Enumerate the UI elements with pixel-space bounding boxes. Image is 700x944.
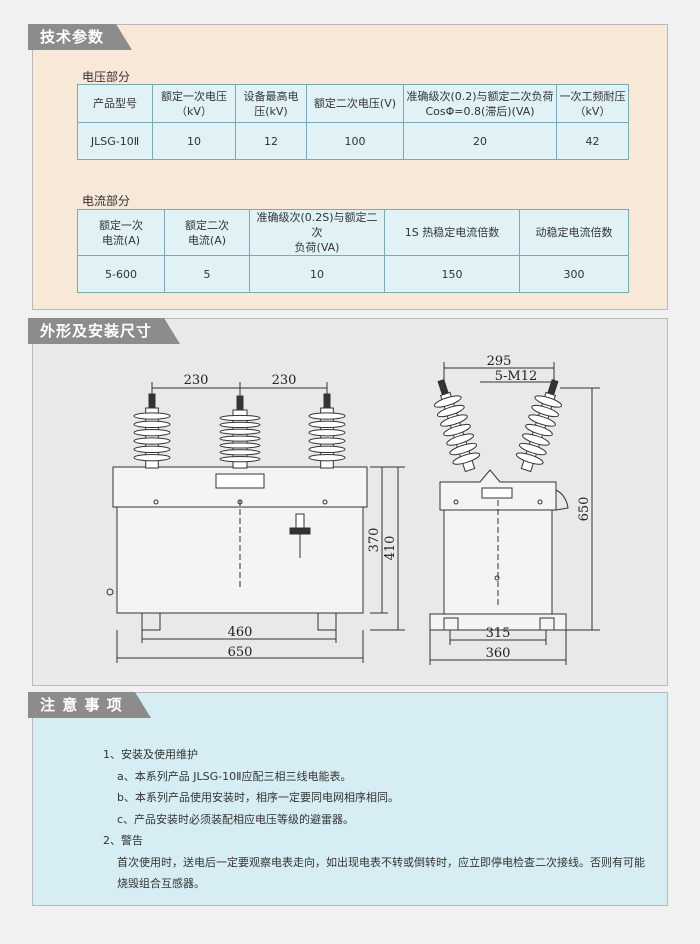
insulator-shed bbox=[133, 429, 171, 437]
insulator-shed bbox=[433, 395, 462, 408]
insulator-shed bbox=[133, 454, 171, 462]
table-header-row: 产品型号 额定一次电压（kV） 设备最高电压(kV) 额定二次电压(V) 准确级… bbox=[77, 84, 629, 123]
dimension-drawing: 230 230 370 410 460 650 295 5-M12 650 31… bbox=[106, 354, 600, 665]
terminal-icon bbox=[547, 379, 559, 396]
table-row: JLSG-10Ⅱ 10 12 100 20 42 bbox=[77, 122, 629, 160]
dim-front-width-inner: 460 bbox=[228, 625, 253, 640]
insulator-shed bbox=[219, 435, 261, 442]
table-row: 5-600 5 10 150 300 bbox=[77, 255, 629, 293]
table-cell: 20 bbox=[403, 122, 557, 160]
table-cell: JLSG-10Ⅱ bbox=[77, 122, 153, 160]
table-header-cell: 产品型号 bbox=[77, 84, 153, 123]
note-item-b: b、本系列产品使用安装时，相序一定要同电网相序相同。 bbox=[117, 791, 399, 804]
dim-side-height: 650 bbox=[577, 497, 592, 522]
insulator-shed bbox=[133, 412, 171, 420]
table-header-cell: 额定二次电压(V) bbox=[306, 84, 404, 123]
insulator-shed bbox=[219, 421, 261, 428]
table-header-cell: 动稳定电流倍数 bbox=[519, 209, 629, 256]
insulator-shed bbox=[440, 414, 468, 427]
insulator-shed bbox=[133, 437, 171, 445]
insulator-shed bbox=[525, 423, 553, 437]
note-heading-install: 1、安装及使用维护 bbox=[103, 748, 198, 761]
side-view-dimensions: 295 5-M12 650 315 360 bbox=[486, 354, 592, 661]
insulator-shed bbox=[219, 442, 261, 449]
note-item-c: c、产品安装时必须装配相应电压等级的避雷器。 bbox=[117, 812, 355, 826]
insulator-shed bbox=[133, 445, 171, 454]
dim-side-width-outer: 360 bbox=[486, 646, 511, 661]
dim-front-top-right: 230 bbox=[272, 373, 297, 388]
table-cell: 5-600 bbox=[77, 255, 165, 293]
insulator-shed bbox=[219, 414, 261, 422]
dim-front-height-outer: 410 bbox=[383, 536, 398, 561]
insulator-shed bbox=[219, 449, 261, 456]
note-item-a: a、本系列产品 JLSG-10Ⅱ应配三相三线电能表。 bbox=[117, 769, 352, 783]
insulator-shed bbox=[308, 445, 346, 454]
table-cell: 10 bbox=[152, 122, 236, 160]
voltage-section-label: 电压部分 bbox=[82, 70, 131, 84]
insulator-shed bbox=[534, 395, 563, 408]
notes-list: 1、安装及使用维护 a、本系列产品 JLSG-10Ⅱ应配三相三线电能表。 b、本… bbox=[103, 744, 645, 895]
table-header-cell: 一次工频耐压（kV） bbox=[556, 84, 629, 123]
current-section-label: 电流部分 bbox=[82, 194, 131, 208]
front-view-dimensions: 230 230 370 410 460 650 bbox=[184, 373, 398, 660]
insulator-shed bbox=[446, 433, 474, 446]
insulator-shed bbox=[436, 404, 465, 418]
table-cell: 42 bbox=[556, 122, 629, 160]
insulator-shed bbox=[133, 420, 171, 429]
dim-side-width-inner: 315 bbox=[486, 626, 511, 641]
insulator-shed bbox=[515, 452, 544, 465]
insulator-shed bbox=[531, 404, 560, 418]
table-header-cell: 设备最高电压(kV) bbox=[235, 84, 307, 123]
insulator-shed bbox=[308, 420, 346, 429]
note-heading-warning: 2、警告 bbox=[103, 834, 143, 847]
terminal-icon bbox=[323, 393, 331, 409]
insulator-shed bbox=[443, 423, 471, 437]
table-header-cell: 1S 热稳定电流倍数 bbox=[384, 209, 520, 256]
note-warning-line-2: 烧毁组合互感器。 bbox=[117, 877, 205, 890]
dim-side-top-width: 295 bbox=[487, 354, 512, 369]
table-header-cell: 额定二次电流(A) bbox=[164, 209, 250, 256]
insulator-shed bbox=[528, 414, 556, 427]
terminal-icon bbox=[236, 395, 244, 411]
dim-front-width-outer: 650 bbox=[228, 645, 253, 660]
note-warning-line-1: 首次使用时，送电后一定要观察电表走向，如出现电表不转或倒转时，应立即停电检查二次… bbox=[117, 855, 645, 869]
table-cell: 100 bbox=[306, 122, 404, 160]
insulator-shed bbox=[522, 433, 550, 446]
table-header-cell: 准确级次(0.2S)与额定二次负荷(VA) bbox=[249, 209, 385, 256]
insulator-shed bbox=[308, 437, 346, 445]
dim-front-top-left: 230 bbox=[184, 373, 209, 388]
insulator-shed bbox=[452, 452, 481, 465]
specs-section-title: 技术参数 bbox=[28, 24, 133, 50]
dimensions-section-title: 外形及安装尺寸 bbox=[28, 318, 181, 344]
table-cell: 10 bbox=[249, 255, 385, 293]
table-header-cell: 额定一次电流(A) bbox=[77, 209, 165, 256]
notes-panel bbox=[32, 692, 668, 906]
table-cell: 150 bbox=[384, 255, 520, 293]
insulator-shed bbox=[449, 442, 478, 456]
dim-front-height-inner: 370 bbox=[367, 528, 382, 553]
notes-section-title: 注 意 事 项 bbox=[28, 692, 151, 718]
insulator-shed bbox=[308, 412, 346, 420]
table-cell: 300 bbox=[519, 255, 629, 293]
insulator-shed bbox=[518, 442, 547, 456]
terminal-icon bbox=[148, 393, 156, 409]
insulator-shed bbox=[308, 454, 346, 462]
table-cell: 12 bbox=[235, 122, 307, 160]
insulator-shed bbox=[308, 429, 346, 437]
insulator-shed bbox=[219, 456, 261, 463]
current-table: 额定一次电流(A) 额定二次电流(A) 准确级次(0.2S)与额定二次负荷(VA… bbox=[77, 209, 629, 293]
voltage-table: 产品型号 额定一次电压（kV） 设备最高电压(kV) 额定二次电压(V) 准确级… bbox=[77, 84, 629, 160]
insulator-shed bbox=[219, 428, 261, 435]
dim-side-bolt: 5-M12 bbox=[495, 369, 538, 384]
terminal-icon bbox=[437, 379, 449, 396]
table-header-row: 额定一次电流(A) 额定二次电流(A) 准确级次(0.2S)与额定二次负荷(VA… bbox=[77, 209, 629, 256]
